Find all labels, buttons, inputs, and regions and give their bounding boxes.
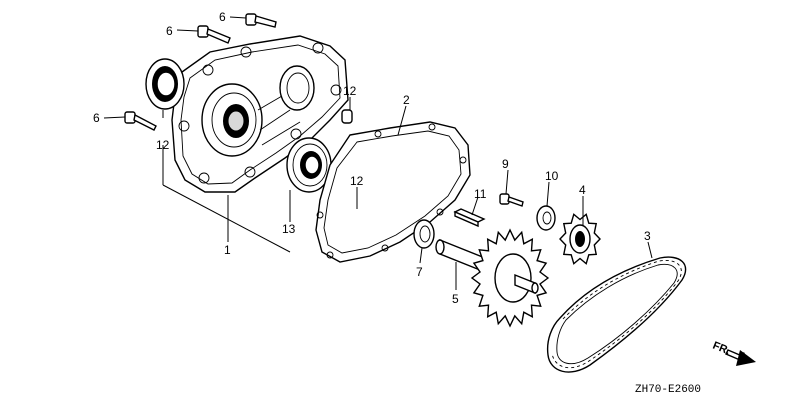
bolt-part-left: [124, 111, 157, 131]
callout-8: 10: [545, 169, 559, 183]
bolt-part-middle: [197, 25, 231, 44]
washer-part-8: [536, 205, 556, 231]
callout-6-middle: 6: [166, 24, 173, 38]
callout-3: 3: [644, 229, 651, 243]
callout-labels: 6 6 6 12 1 13 12 12 2 11 9 10 4 3 7 5: [93, 10, 651, 306]
bolt-part-11: [499, 193, 524, 207]
front-direction-arrow: [725, 349, 756, 366]
bolt-part-upper: [245, 13, 277, 28]
callout-9: 11: [474, 187, 487, 201]
callout-7: 7: [416, 265, 423, 279]
driven-sprocket-part: [435, 228, 550, 328]
callout-12-lower: 12: [350, 174, 364, 188]
chain-part: [546, 256, 687, 373]
callout-11: 9: [502, 157, 509, 171]
callout-6-left: 6: [93, 111, 100, 125]
callout-1: 1: [224, 243, 231, 257]
callout-4: 4: [579, 183, 586, 197]
washer-part-7: [413, 219, 435, 249]
oil-seal-part: [145, 58, 185, 110]
gasket-part: [315, 121, 471, 263]
callout-12-upper: 12: [343, 84, 357, 98]
callout-13: 13: [282, 222, 296, 236]
callout-6-upper: 6: [219, 10, 226, 24]
dowel-pin-part-upper: [341, 109, 353, 124]
diagram-code: ZH70-E2600: [635, 384, 701, 396]
callout-2: 2: [403, 93, 410, 107]
bearing-part: [286, 137, 332, 193]
callout-10: 12: [156, 138, 170, 152]
callout-5: 5: [452, 292, 459, 306]
key-part: [453, 208, 486, 228]
drive-sprocket-part: [559, 213, 601, 265]
case-part: [171, 35, 349, 193]
leader-lines: [103, 16, 653, 290]
